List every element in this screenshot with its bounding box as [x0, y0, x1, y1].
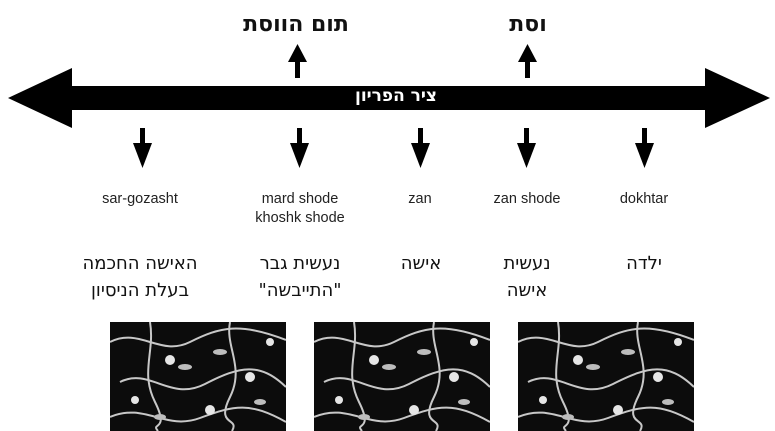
axis-label: ציר הפריון [355, 86, 437, 106]
down-arrow-icon [290, 128, 309, 168]
floral-embroidery-icon [110, 322, 286, 431]
floral-embroidery-image [314, 322, 490, 431]
down-arrow-icon [635, 128, 654, 168]
up-arrow-icon [288, 44, 307, 78]
down-arrow-icon [133, 128, 152, 168]
stage-hebrew-becoming-man: נעשית גבר "התייבשה" [225, 250, 375, 304]
floral-embroidery-icon [518, 322, 694, 431]
floral-embroidery-icon [314, 322, 490, 431]
stage-translit-becoming-man: mard shode khoshk shode [230, 190, 370, 228]
stage-hebrew-wise-woman: האישה החכמה בעלת הניסיון [65, 250, 215, 304]
floral-embroidery-image [518, 322, 694, 431]
down-arrow-icon [517, 128, 536, 168]
floral-embroidery-image [110, 322, 286, 431]
up-arrow-icon [518, 44, 537, 78]
stage-translit-woman: zan [350, 190, 490, 209]
down-arrow-icon [411, 128, 430, 168]
stage-translit-wise-woman: sar-gozasht [70, 190, 210, 209]
